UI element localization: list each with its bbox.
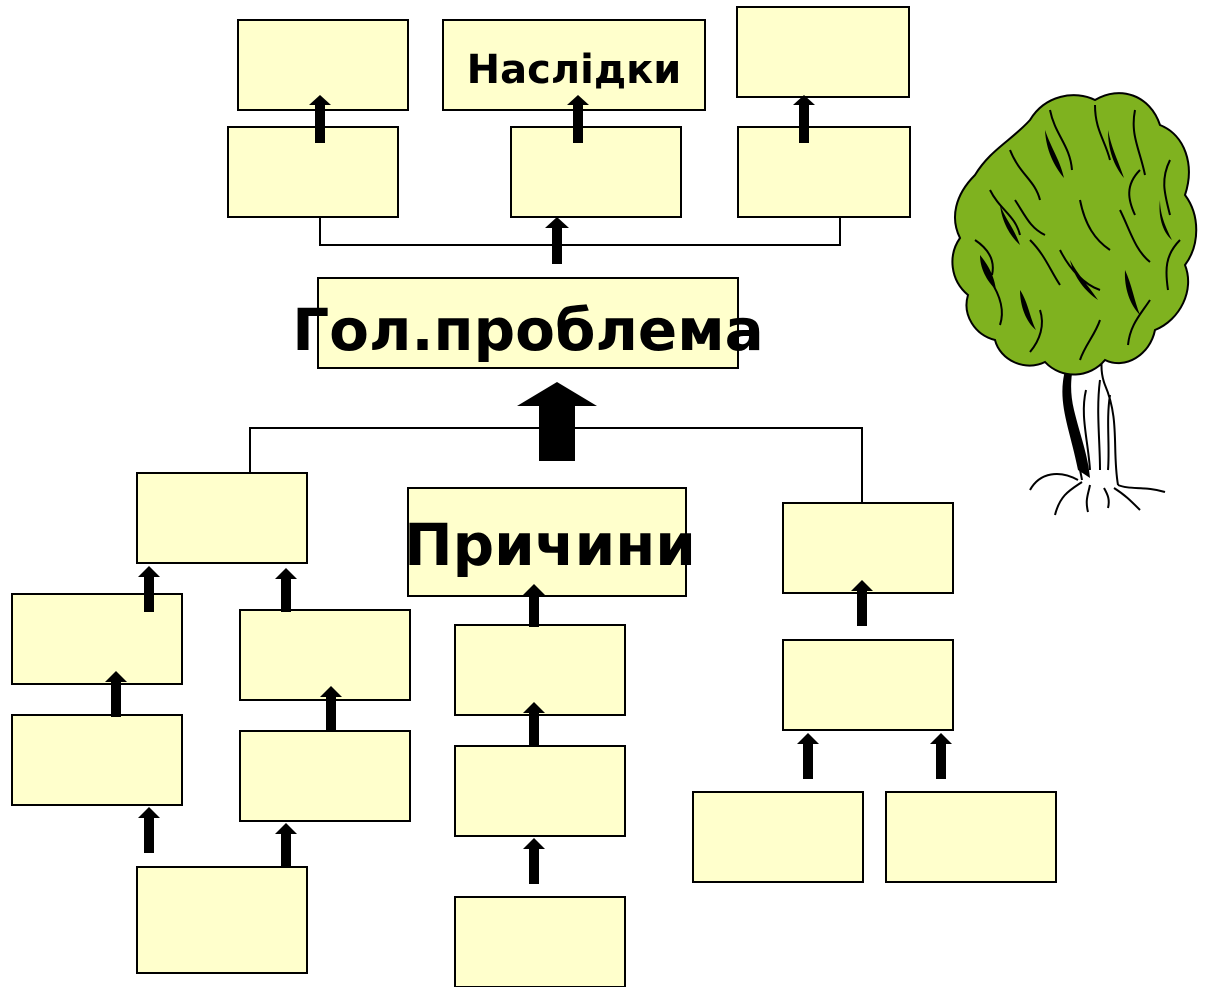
cause-box-c3 bbox=[454, 745, 626, 837]
cause-box-a4 bbox=[136, 866, 308, 974]
consequence-box-title bbox=[442, 19, 706, 111]
cause-box-b2 bbox=[239, 609, 411, 701]
arrow-up-icon bbox=[545, 217, 569, 264]
causes-label: Причини bbox=[404, 511, 696, 579]
arrow-up-icon bbox=[138, 807, 160, 853]
cause-box-a2 bbox=[11, 593, 183, 685]
tree-leaves bbox=[951, 92, 1198, 376]
arrow-up-icon bbox=[851, 580, 873, 626]
consequence-box-mid-left bbox=[227, 126, 399, 218]
cause-box-a1 bbox=[136, 472, 308, 564]
arrows bbox=[105, 95, 952, 884]
consequence-box-mid-right bbox=[737, 126, 911, 218]
consequences-connector bbox=[319, 205, 841, 246]
cause-box-c2 bbox=[454, 624, 626, 716]
consequence-box-mid-center bbox=[510, 126, 682, 218]
cause-box-c4 bbox=[454, 896, 626, 987]
arrow-up-icon bbox=[105, 671, 127, 717]
cause-box-d3-left bbox=[692, 791, 864, 883]
arrow-up-icon bbox=[567, 95, 589, 143]
arrow-up-icon bbox=[793, 95, 815, 143]
cause-box-d3-right bbox=[885, 791, 1057, 883]
arrow-up-icon bbox=[523, 584, 545, 627]
arrow-up-icon bbox=[309, 95, 331, 143]
arrow-up-icon bbox=[138, 566, 160, 612]
main-problem-label: Гол.проблема bbox=[292, 296, 764, 364]
arrow-up-icon bbox=[275, 568, 297, 612]
arrow-up-icon bbox=[797, 733, 819, 779]
tree-leaf-shadows bbox=[980, 130, 1172, 330]
arrow-up-icon bbox=[523, 702, 545, 747]
consequence-box-top-right bbox=[736, 6, 910, 98]
big-arrow-up-icon bbox=[517, 382, 597, 461]
cause-box-a3 bbox=[11, 714, 183, 806]
consequences-label: Наслідки bbox=[467, 47, 682, 93]
cause-box-d2 bbox=[782, 639, 954, 731]
main-problem-box bbox=[317, 277, 739, 369]
cause-box-d1 bbox=[782, 502, 954, 594]
arrow-up-icon bbox=[930, 733, 952, 779]
consequence-box-top-left bbox=[237, 19, 409, 111]
cause-box-title bbox=[407, 487, 687, 597]
tree-icon bbox=[951, 92, 1198, 516]
arrow-up-icon bbox=[320, 686, 342, 732]
tree-trunk-shade bbox=[1062, 345, 1090, 478]
consequences-section bbox=[227, 6, 911, 218]
cause-box-b3 bbox=[239, 730, 411, 822]
arrow-up-icon bbox=[275, 823, 297, 868]
arrow-up-icon bbox=[523, 838, 545, 884]
causes-section bbox=[11, 472, 1057, 987]
